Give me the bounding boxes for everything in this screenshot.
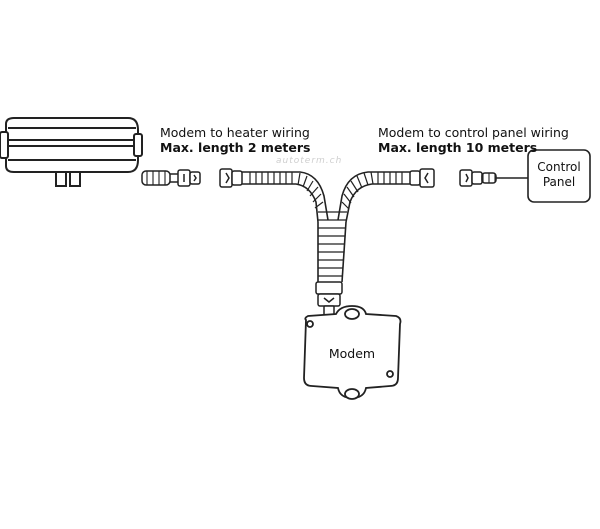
heater-harness-stub xyxy=(141,169,201,187)
heater-wiring-title: Modem to heater wiring xyxy=(160,125,310,140)
connector-plug-icon xyxy=(219,168,243,188)
panel-wiring-label: Modem to control panel wiring Max. lengt… xyxy=(378,125,569,155)
control-panel-label: Control Panel xyxy=(528,160,590,190)
control-panel-line1: Control xyxy=(537,160,581,174)
modem-label: Modem xyxy=(328,346,376,361)
heater-unit-icon xyxy=(0,117,143,187)
modem-box xyxy=(303,305,402,400)
control-panel-box xyxy=(527,149,591,203)
watermark-text: autoterm.ch xyxy=(276,156,343,166)
panel-wiring-length: Max. length 10 meters xyxy=(378,140,538,155)
connector-plug-icon xyxy=(409,168,435,188)
control-panel-line2: Panel xyxy=(542,175,576,189)
heater-wiring-length: Max. length 2 meters xyxy=(160,140,311,155)
connector-plug-icon xyxy=(315,281,343,317)
heater-wiring-label: Modem to heater wiring Max. length 2 met… xyxy=(160,125,310,155)
panel-wiring-title: Modem to control panel wiring xyxy=(378,125,569,140)
panel-harness-stub xyxy=(459,169,528,187)
corrugated-cable-harness-icon xyxy=(242,171,410,283)
